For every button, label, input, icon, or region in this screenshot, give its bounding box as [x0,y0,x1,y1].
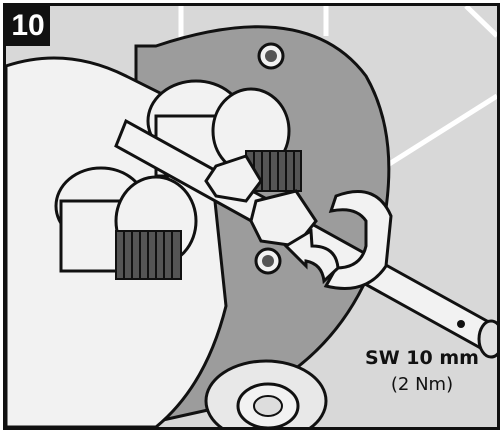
mounting-holes [254,42,285,275]
wrench-specification: SW 10 mm (2 Nm) [346,344,497,414]
open-end-wrench-icon [323,190,393,290]
rotation-arrow-icon [283,228,340,285]
valve-cap [204,359,328,427]
step-number-badge: 10 [6,6,50,46]
lower-thread [115,230,182,280]
instruction-figure: 10 SW 10 mm (2 Nm) [3,3,500,430]
wrench-size-label: SW 10 mm [365,347,479,369]
compression-nut [204,154,318,248]
assembly-illustration [6,6,497,427]
torque-label: (2 Nm) [390,374,454,395]
